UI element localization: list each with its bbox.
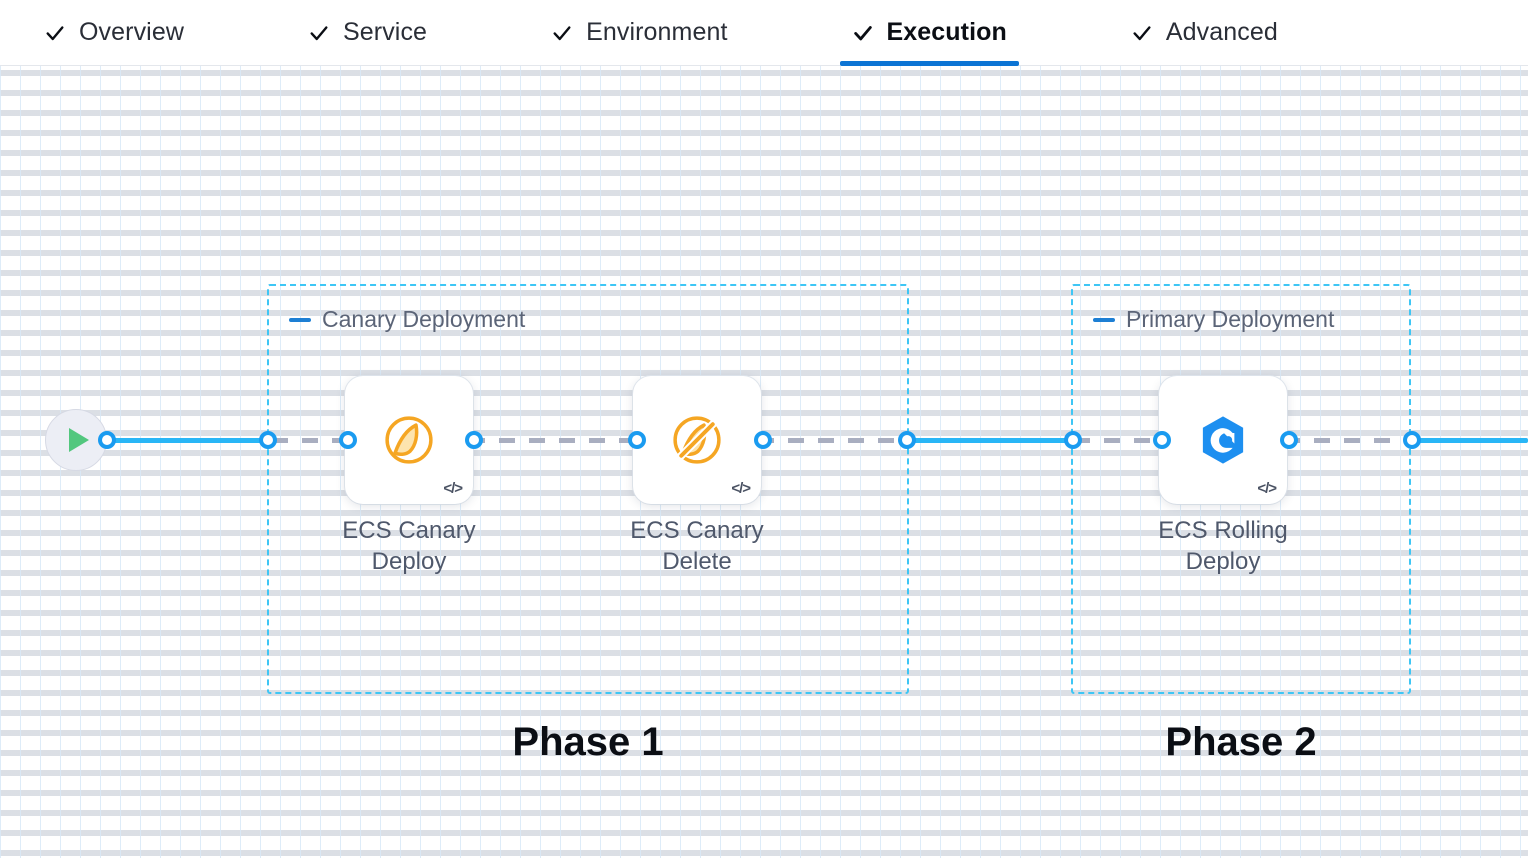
connector-dot[interactable] — [1153, 431, 1171, 449]
tab-label: Execution — [886, 18, 1007, 46]
check-icon — [1131, 22, 1153, 44]
connector-dot[interactable] — [1064, 431, 1082, 449]
minus-icon[interactable] — [289, 317, 311, 322]
tab-execution[interactable]: Execution — [838, 0, 1021, 66]
connector-dot[interactable] — [339, 431, 357, 449]
connector-dot[interactable] — [465, 431, 483, 449]
ecs-rolling-deploy-icon — [1202, 416, 1244, 464]
code-badge-icon: </> — [1257, 480, 1277, 497]
connector-dot[interactable] — [98, 431, 116, 449]
group-header: Primary Deployment — [1093, 308, 1334, 331]
link-group1-to-group2 — [904, 438, 1076, 443]
node-ecs-canary-delete[interactable]: </> ECS Canary Delete — [630, 376, 764, 575]
link-group2-to-end — [1410, 438, 1528, 443]
group-header: Canary Deployment — [289, 308, 525, 331]
tab-label: Advanced — [1165, 18, 1278, 46]
connector-dot[interactable] — [1280, 431, 1298, 449]
link-group1-exit — [758, 438, 910, 443]
node-label: ECS Rolling Deploy — [1118, 516, 1328, 577]
link-canary-deploy-to-delete — [469, 438, 641, 443]
node-card[interactable]: </> — [1159, 376, 1287, 504]
link-group2-exit — [1284, 438, 1414, 443]
group-canary-deployment[interactable]: Canary Deployment — [267, 284, 909, 694]
tab-service[interactable]: Service — [294, 0, 441, 66]
node-card[interactable]: </> — [633, 376, 761, 504]
ecs-canary-delete-icon — [673, 416, 721, 464]
wizard-tab-bar: Overview Service Environment Execution A… — [0, 0, 1528, 66]
node-label-line1: ECS Canary — [630, 517, 764, 544]
tab-label: Overview — [79, 18, 184, 46]
node-label: ECS Canary Deploy — [304, 516, 514, 577]
pipeline-canvas[interactable]: Canary Deployment Primary Deployment Pha… — [0, 66, 1528, 858]
link-group2-entry — [1074, 438, 1168, 443]
check-icon — [44, 22, 66, 44]
connector-dot[interactable] — [259, 431, 277, 449]
tab-environment[interactable]: Environment — [537, 0, 741, 66]
ecs-canary-deploy-icon — [385, 416, 433, 464]
check-icon — [852, 22, 874, 44]
link-start-to-group1 — [104, 438, 274, 443]
tab-overview[interactable]: Overview — [30, 0, 198, 66]
link-group1-entry — [272, 438, 354, 443]
tab-advanced[interactable]: Advanced — [1117, 0, 1292, 66]
phase-caption-2: Phase 2 — [1165, 720, 1317, 764]
node-label-line1: ECS Canary — [342, 517, 476, 544]
connector-dot[interactable] — [1403, 431, 1421, 449]
node-label-line2: Delete — [662, 547, 732, 575]
node-label: ECS Canary Delete — [592, 516, 802, 577]
node-ecs-rolling-deploy[interactable]: </> ECS Rolling Deploy — [1158, 376, 1288, 575]
check-icon — [551, 22, 573, 44]
connector-dot[interactable] — [628, 431, 646, 449]
connector-dot[interactable] — [898, 431, 916, 449]
node-label-line1: ECS Rolling — [1158, 517, 1288, 544]
group-title: Primary Deployment — [1126, 306, 1335, 332]
pipeline-start-node[interactable] — [45, 409, 107, 471]
node-label-line2: Deploy — [371, 547, 447, 575]
group-title: Canary Deployment — [322, 306, 526, 332]
phase-caption-1: Phase 1 — [512, 720, 664, 764]
group-primary-deployment[interactable]: Primary Deployment — [1071, 284, 1411, 694]
node-card[interactable]: </> — [345, 376, 473, 504]
node-ecs-canary-deploy[interactable]: </> ECS Canary Deploy — [342, 376, 476, 575]
code-badge-icon: </> — [731, 480, 751, 497]
minus-icon[interactable] — [1093, 317, 1115, 322]
check-icon — [308, 22, 330, 44]
code-badge-icon: </> — [443, 480, 463, 497]
play-icon — [68, 428, 89, 452]
tab-label: Environment — [586, 18, 728, 46]
tab-label: Service — [343, 18, 428, 46]
node-label-line2: Deploy — [1185, 547, 1261, 575]
connector-dot[interactable] — [754, 431, 772, 449]
